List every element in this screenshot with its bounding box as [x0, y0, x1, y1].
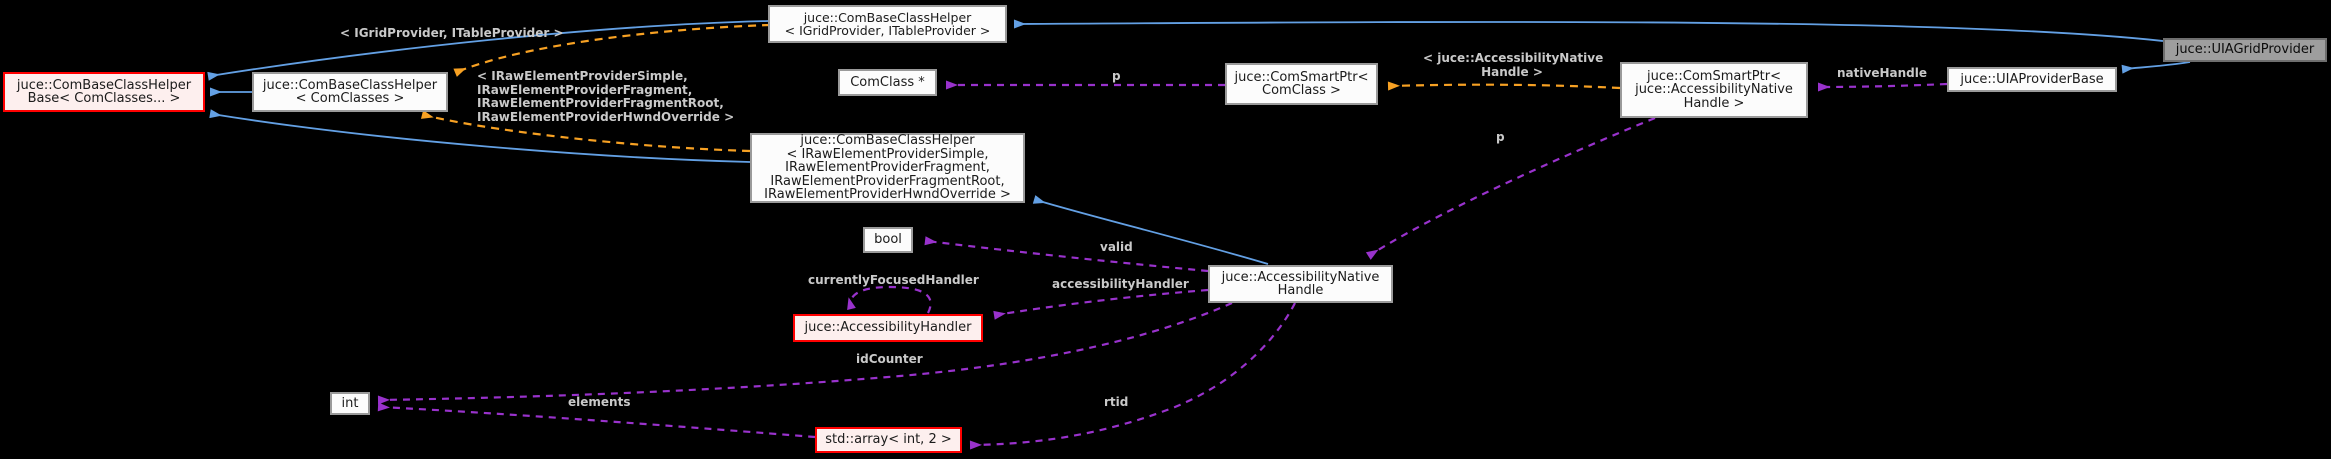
node-label: juce::AccessibilityNative [1221, 269, 1380, 285]
node-com-base-class-helper-grid-table[interactable]: juce::ComBaseClassHelper < IGridProvider… [768, 5, 1007, 43]
edge-label-rtid: rtid [1104, 395, 1129, 409]
node-label: IRawElementProviderFragmentRoot, [770, 173, 1005, 189]
node-com-base-class-helper-raw[interactable]: juce::ComBaseClassHelper < IRawElementPr… [750, 133, 1025, 203]
node-accessibility-handler[interactable]: juce::AccessibilityHandler [793, 314, 983, 342]
edge-usage-rtid [969, 302, 1296, 450]
node-com-base-class-helper-base[interactable]: juce::ComBaseClassHelper Base< ComClasse… [3, 72, 205, 112]
node-bool[interactable]: bool [863, 227, 913, 253]
node-label: int [341, 395, 359, 411]
edge-usage-idcounter [377, 301, 1233, 405]
edge-template-rawhelper-to-comclasses [420, 110, 751, 153]
edge-label-grid-table-args: < IGridProvider, ITableProvider > [340, 26, 564, 40]
edge-label-p-comclass: p [1112, 69, 1121, 83]
edge-template-smartptr-anh-to-smartptr-comclass [1387, 81, 1621, 91]
edge-inherit-nativehandle-to-rawhelper [1032, 195, 1269, 265]
edge-usage-currentlyfocusedhandler [847, 285, 932, 314]
edge-template-gridtable-to-comclasses [453, 23, 771, 77]
node-label: Handle > [1683, 95, 1745, 111]
edge-label-anh-args: < juce::AccessibilityNative Handle > [1423, 51, 1604, 79]
node-com-smart-ptr-com-class[interactable]: juce::ComSmartPtr< ComClass > [1225, 63, 1378, 105]
node-label: < IGridProvider, ITableProvider > [784, 23, 991, 38]
node-label: < ComClasses > [295, 91, 405, 106]
node-label: ComClass > [1262, 83, 1341, 98]
node-label: Handle [1277, 283, 1324, 298]
edge-usage-elements [377, 402, 816, 439]
node-label: juce::ComSmartPtr< [1234, 69, 1369, 85]
edge-label-accessibilityhandler: accessibilityHandler [1052, 277, 1189, 291]
node-label: juce::ComBaseClassHelper [262, 77, 438, 93]
edge-label-valid: valid [1100, 240, 1133, 254]
edge-inherit-uiagridprovider-to-uiaproviderbase [2121, 61, 2191, 74]
node-label: bool [874, 232, 902, 248]
edge-inherit-uiagridprovider-to-gridtable-helper [1013, 19, 2164, 42]
node-label: ComClass * [850, 74, 925, 90]
node-label: juce::ComSmartPtr< [1647, 68, 1781, 84]
edge-label-p-anh: p [1496, 130, 1505, 144]
edge-inherit-gridtable-helper-to-base [207, 20, 769, 81]
node-label: < IRawElementProviderSimple, [786, 146, 989, 162]
node-com-base-class-helper-com-classes[interactable]: juce::ComBaseClassHelper < ComClasses > [252, 72, 448, 112]
node-uia-grid-provider-current: juce::UIAGridProvider [2163, 38, 2327, 62]
edge-usage-accessibilityhandler [993, 288, 1209, 320]
node-label: juce::ComBaseClassHelper [803, 9, 972, 25]
edge-inherit-rawhelper-to-base [209, 109, 751, 163]
node-label: std::array< int, 2 > [825, 432, 952, 448]
edge-usage-p-anh [1365, 116, 1656, 260]
node-label: IRawElementProviderHwndOverride > [764, 187, 1011, 203]
edge-label-raw-args: < IRawElementProviderSimple, IRawElement… [477, 69, 735, 124]
edge-label-elements: elements [568, 395, 631, 409]
node-uia-provider-base[interactable]: juce::UIAProviderBase [1947, 67, 2117, 92]
edge-usage-nativehandle [1817, 82, 1948, 92]
node-label: juce::AccessibilityHandler [804, 320, 972, 336]
node-label: juce::UIAProviderBase [1960, 71, 2104, 87]
node-com-smart-ptr-accessibility-native-handle[interactable]: juce::ComSmartPtr< juce::AccessibilityNa… [1620, 62, 1808, 118]
node-label: IRawElementProviderFragment, [785, 160, 990, 176]
node-label: juce::AccessibilityNative [1635, 82, 1793, 98]
edge-label-nativehandle: nativeHandle [1837, 66, 1927, 80]
node-accessibility-native-handle[interactable]: juce::AccessibilityNative Handle [1208, 265, 1393, 303]
node-label: juce::ComBaseClassHelper [16, 77, 192, 93]
node-com-class-ptr[interactable]: ComClass * [838, 69, 937, 96]
edge-usage-valid [924, 236, 1209, 273]
node-label: Base< ComClasses... > [27, 91, 181, 106]
node-int[interactable]: int [330, 392, 370, 415]
node-std-array-int-2[interactable]: std::array< int, 2 > [815, 427, 962, 453]
edge-label-idcounter: idCounter [856, 352, 923, 366]
node-label: juce::ComBaseClassHelper [800, 133, 975, 149]
node-label: juce::UIAGridProvider [2175, 42, 2315, 58]
edge-label-currentlyfocusedhandler: currentlyFocusedHandler [808, 273, 979, 287]
